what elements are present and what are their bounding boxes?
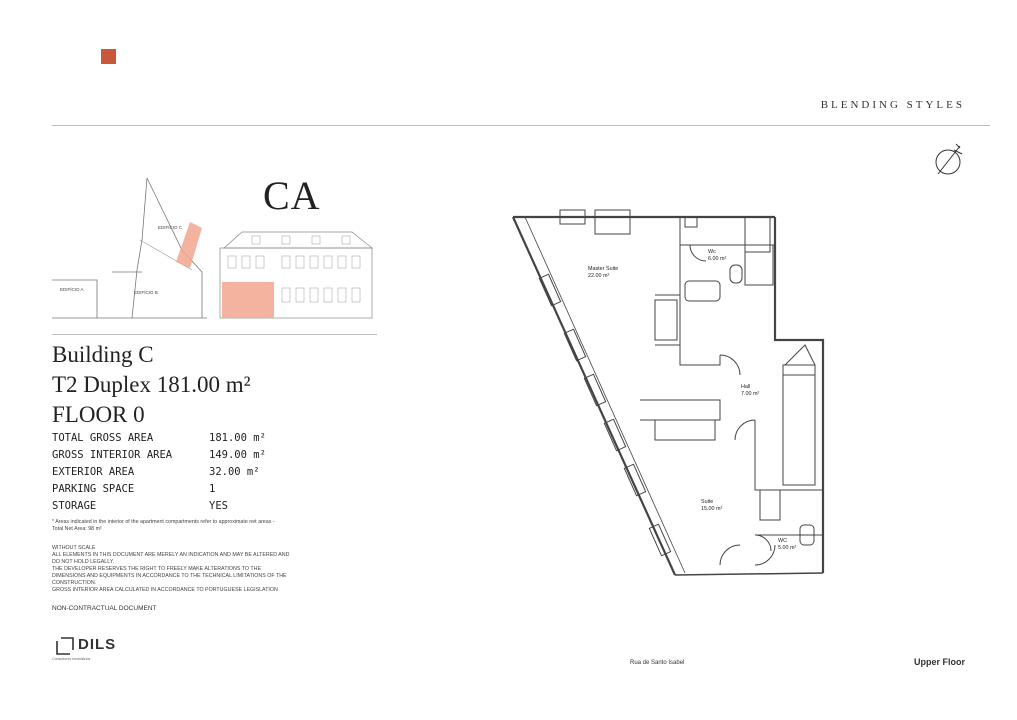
brand-name: BLENDING STYLES [820,99,965,111]
disclaimer-line: ALL ELEMENTS IN THIS DOCUMENT ARE MERELY… [52,552,290,565]
unit-type-area: T2 Duplex 181.00 m² [52,372,251,397]
spec-label: EXTERIOR AREA [52,466,135,478]
non-contractual-notice: NON-CONTRACTUAL DOCUMENT [52,605,157,612]
spec-value: 1 [209,483,216,495]
key-plan-label-b: EDIFÍCIO B [134,290,158,295]
site-plan-drawing [52,177,373,319]
spec-value: 32.00 m² [209,466,260,478]
dils-logo-text: DILS [78,636,117,653]
site-key-plan: EDIFÍCIO C EDIFÍCIO A EDIFÍCIO B [52,170,377,330]
room-name: Hall [741,384,751,390]
building-name: Building C [52,342,154,367]
net-area-note: * Areas indicated in the interior of the… [52,519,275,532]
unit-heading: Building C T2 Duplex 181.00 m² FLOOR 0 [52,340,251,430]
room-area: 22.00 m² [588,273,610,279]
room-master-suite: Master Suite 22.00 m² [588,266,618,280]
room-name: WC [778,538,787,544]
key-plan-label-c: EDIFÍCIO C [158,225,183,230]
room-suite: Suite 15.00 m² [701,499,722,513]
legal-disclaimer: WITHOUT SCALE ALL ELEMENTS IN THIS DOCUM… [52,545,292,594]
room-wc-upper: Wc 6.00 m² [708,249,726,263]
disclaimer-line: THE DEVELOPER RESERVES THE RIGHT TO FREE… [52,566,287,586]
room-area: 7.00 m² [741,391,760,397]
dils-logo-tagline: Consultores Imobiliários [52,657,91,661]
room-area: 6.00 m² [708,256,727,262]
key-plan-label-a: EDIFÍCIO A [60,287,84,292]
unit-code: CA [263,173,321,218]
spec-label: PARKING SPACE [52,483,135,495]
room-name: Suite [701,499,714,505]
north-compass-icon [935,143,963,175]
key-plan-divider [52,334,377,335]
room-name: Master Suite [588,266,619,272]
street-name: Rua de Santo Isabel [630,660,685,666]
spec-value: 149.00 m² [209,449,266,461]
room-name: Wc [708,249,716,255]
disclaimer-line: WITHOUT SCALE [52,545,96,551]
spec-value: YES [209,500,228,512]
room-hall: Hall 7.00 m² [741,384,759,398]
disclaimer-line: GROSS INTERIOR AREA CALCULATED IN ACCORD… [52,587,278,593]
spec-label: TOTAL GROSS AREA [52,432,154,444]
spec-label: STORAGE [52,500,97,512]
dils-logo-icon [56,637,74,655]
header-divider [52,125,990,126]
room-wc-lower: WC 5.00 m² [778,538,796,552]
floor-plan-drawing [511,209,825,576]
room-area: 15.00 m² [701,506,723,512]
spec-label: GROSS INTERIOR AREA [52,449,173,461]
room-area: 5.00 m² [778,545,797,551]
spec-value: 181.00 m² [209,432,266,444]
floor-level-label: Upper Floor [914,657,965,667]
brand-accent-square [101,49,116,64]
floor-name: FLOOR 0 [52,402,145,427]
